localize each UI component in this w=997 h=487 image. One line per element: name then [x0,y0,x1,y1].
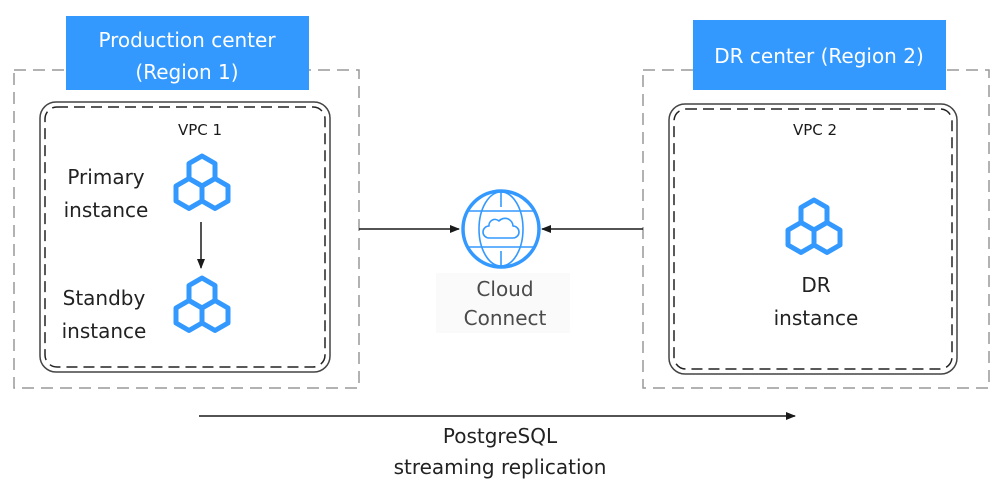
database-cluster-icon [176,278,228,331]
standby-instance-label-line1: Standby [63,286,146,310]
standby-instance[interactable]: Standby instance [62,278,228,343]
vpc-1-outer-border [39,101,331,373]
dr-region-title: DR center (Region 2) [714,44,924,68]
database-cluster-icon [788,200,840,253]
cloud-connect-label-line1: Cloud [476,277,533,301]
streaming-replication: PostgreSQL streaming replication [199,412,796,479]
vpc-2-outer-border [668,103,958,375]
production-region-header [66,16,309,90]
dr-instance-label-line2: instance [774,306,859,330]
vpc-1-inner-border [44,106,326,368]
primary-instance-label-line1: Primary [67,165,144,189]
primary-instance-label-line2: instance [64,198,149,222]
database-cluster-icon [176,156,228,209]
dr-instance[interactable]: DR instance [774,200,859,330]
dr-region: DR center (Region 2) VPC 2 DR instance [642,20,990,389]
vpc-1-label: VPC 1 [178,121,222,139]
replication-label-line1: PostgreSQL [443,424,558,448]
vpc-2: VPC 2 [668,103,958,375]
production-region-title-line2: (Region 1) [135,60,238,84]
cloud-connect[interactable]: Cloud Connect [436,189,570,333]
vpc-2-inner-border [673,108,953,370]
primary-instance[interactable]: Primary instance [64,156,228,222]
cloud-connect-label-line2: Connect [464,306,547,330]
replication-label-line2: streaming replication [394,455,607,479]
production-region: Production center (Region 1) VPC 1 Prima… [13,16,360,389]
cloud-connect-label-bg [436,273,570,333]
vpc-1: VPC 1 [39,101,331,373]
globe-cloud-icon [461,189,541,269]
standby-instance-label-line2: instance [62,319,147,343]
dr-region-header [693,20,946,90]
dr-instance-label-line1: DR [801,273,830,297]
vpc-2-label: VPC 2 [793,121,837,139]
production-region-title-line1: Production center [98,28,276,52]
